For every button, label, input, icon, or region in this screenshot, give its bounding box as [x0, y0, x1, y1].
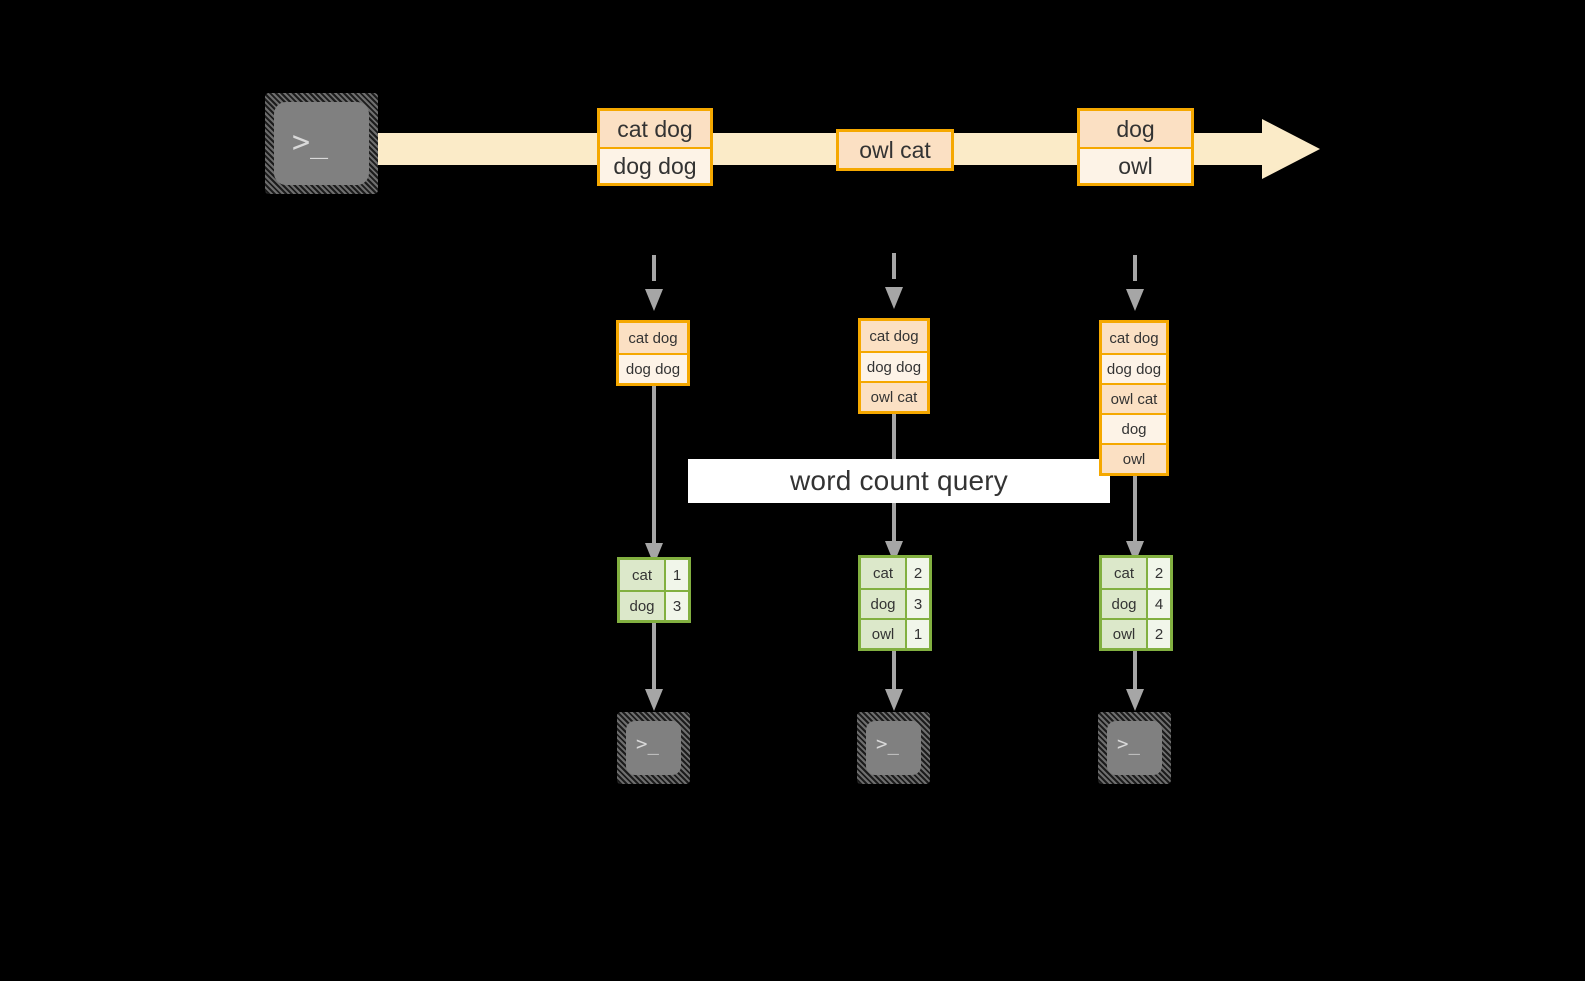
stream-record-row: owl — [1080, 147, 1191, 183]
result-word-cell: cat — [620, 560, 664, 590]
result-row: dog 3 — [861, 588, 929, 618]
query-connector-arrow — [645, 382, 663, 567]
terminal-icon-sink: >_ — [617, 712, 690, 784]
result-count-cell: 2 — [905, 558, 929, 588]
dashed-down-arrow-icon — [885, 253, 903, 313]
query-label-text: word count query — [790, 465, 1008, 496]
result-count-cell: 1 — [664, 560, 688, 590]
accumulated-records-table: cat dog dog dog — [616, 320, 690, 386]
accumulated-record-row: cat dog — [861, 321, 927, 351]
query-label-band: word count query — [688, 459, 1110, 503]
result-word-cell: owl — [1102, 620, 1146, 648]
accumulated-record-row: dog dog — [1102, 353, 1166, 383]
stream-record-row: cat dog — [600, 111, 710, 147]
terminal-prompt-glyph: >_ — [292, 125, 329, 160]
sink-connector-arrow — [1126, 650, 1144, 713]
stream-record-row: dog — [1080, 111, 1191, 147]
stream-record-box: owl cat — [836, 129, 954, 171]
dashed-down-arrow-icon — [645, 255, 663, 315]
result-row: owl 2 — [1102, 618, 1170, 648]
terminal-prompt-glyph: >_ — [876, 733, 899, 755]
stream-record-row: owl cat — [839, 132, 951, 168]
terminal-prompt-glyph: >_ — [636, 733, 659, 755]
result-row: cat 2 — [861, 558, 929, 588]
result-count-cell: 3 — [905, 590, 929, 618]
accumulated-record-row: dog dog — [861, 351, 927, 381]
stream-record-box: cat dog dog dog — [597, 108, 713, 186]
result-word-cell: cat — [1102, 558, 1146, 588]
accumulated-records-table: cat dog dog dog owl cat — [858, 318, 930, 414]
terminal-icon-sink: >_ — [1098, 712, 1171, 784]
accumulated-records-table: cat dog dog dog owl cat dog owl — [1099, 320, 1169, 476]
accumulated-record-row: dog — [1102, 413, 1166, 443]
result-row: cat 2 — [1102, 558, 1170, 588]
stream-record-box: dog owl — [1077, 108, 1194, 186]
result-word-cell: owl — [861, 620, 905, 648]
stream-record-row: dog dog — [600, 147, 710, 183]
result-count-cell: 2 — [1146, 558, 1170, 588]
result-word-cell: dog — [1102, 590, 1146, 618]
result-count-cell: 2 — [1146, 620, 1170, 648]
query-connector-arrow — [1126, 472, 1144, 565]
accumulated-record-row: owl — [1102, 443, 1166, 473]
sink-connector-arrow — [645, 621, 663, 713]
result-table: cat 2 dog 3 owl 1 — [858, 555, 932, 651]
accumulated-record-row: cat dog — [1102, 323, 1166, 353]
accumulated-record-row: cat dog — [619, 323, 687, 353]
accumulated-record-row: owl cat — [861, 381, 927, 411]
result-word-cell: cat — [861, 558, 905, 588]
result-word-cell: dog — [861, 590, 905, 618]
result-word-cell: dog — [620, 592, 664, 620]
accumulated-record-row: dog dog — [619, 353, 687, 383]
result-row: cat 1 — [620, 560, 688, 590]
dashed-down-arrow-icon — [1126, 255, 1144, 315]
accumulated-record-row: owl cat — [1102, 383, 1166, 413]
sink-connector-arrow — [885, 650, 903, 713]
result-row: dog 3 — [620, 590, 688, 620]
result-count-cell: 3 — [664, 592, 688, 620]
terminal-icon-sink: >_ — [857, 712, 930, 784]
terminal-prompt-glyph: >_ — [1117, 733, 1140, 755]
result-count-cell: 4 — [1146, 590, 1170, 618]
result-table: cat 1 dog 3 — [617, 557, 691, 623]
result-table: cat 2 dog 4 owl 2 — [1099, 555, 1173, 651]
result-row: owl 1 — [861, 618, 929, 648]
result-count-cell: 1 — [905, 620, 929, 648]
terminal-icon-source: >_ — [265, 93, 378, 194]
result-row: dog 4 — [1102, 588, 1170, 618]
